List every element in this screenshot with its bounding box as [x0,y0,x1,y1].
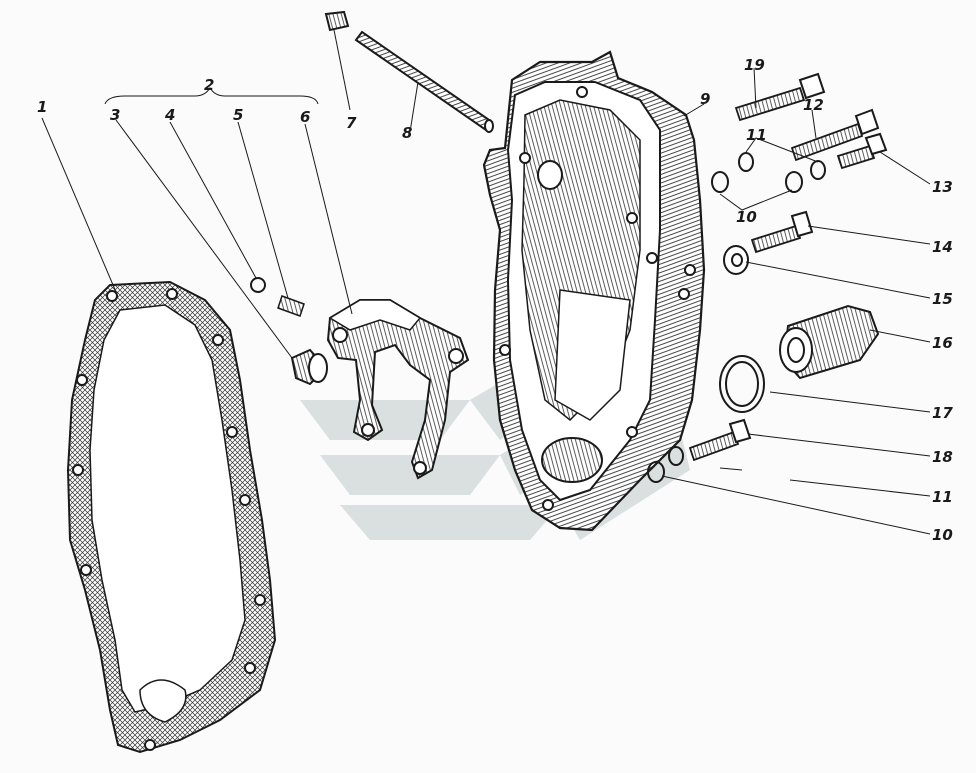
washer-part-11-upper-b [810,160,826,180]
callout-9: 9 [700,90,710,108]
plug-part-7 [324,10,350,32]
callout-1: 1 [37,98,47,116]
washer-part-10-lower [647,461,665,483]
callout-8: 8 [402,124,412,142]
callout-13: 13 [932,178,953,196]
callout-3: 3 [110,106,120,124]
washer-part-10-upper-a [711,171,729,193]
callout-11-lower: 11 [932,488,953,506]
housing-cover-part-9 [482,50,706,532]
callout-14: 14 [932,238,953,256]
ring-part-4 [250,277,266,293]
callout-labels: 1 2 3 4 5 6 7 8 9 19 12 11 13 10 14 15 1… [37,56,953,544]
bolt-part-13 [836,132,888,170]
rod-part-8 [354,30,494,133]
callout-7: 7 [346,114,357,132]
bolt-part-18 [688,418,752,462]
callout-2: 2 [204,76,214,94]
callout-19: 19 [744,56,765,74]
callout-6: 6 [300,108,310,126]
callout-16: 16 [932,334,953,352]
washer-part-10-upper-b [785,171,803,193]
callout-12: 12 [803,96,824,114]
bolt-part-19 [734,72,826,122]
callout-18: 18 [932,448,953,466]
callout-10-upper: 10 [736,208,757,226]
washer-part-11-lower [668,446,684,466]
leader-lines [41,29,931,535]
fork-lever-part-6 [326,299,470,480]
bolt-part-12 [790,108,880,162]
gasket-part-1 [66,280,277,754]
callout-4: 4 [164,106,175,124]
callout-15: 15 [932,290,953,308]
washer-part-11-upper-a [738,152,754,172]
callout-10-lower: 10 [932,526,953,544]
nut-part-15 [723,245,749,275]
callout-11-upper: 11 [746,126,767,144]
fitting-part-16 [779,304,880,380]
bushing-part-3 [290,348,328,386]
seal-ring-part-17 [719,355,765,413]
bolt-part-14 [750,210,814,254]
callout-5: 5 [233,106,243,124]
callout-17: 17 [932,404,953,422]
pin-part-5 [277,295,305,317]
